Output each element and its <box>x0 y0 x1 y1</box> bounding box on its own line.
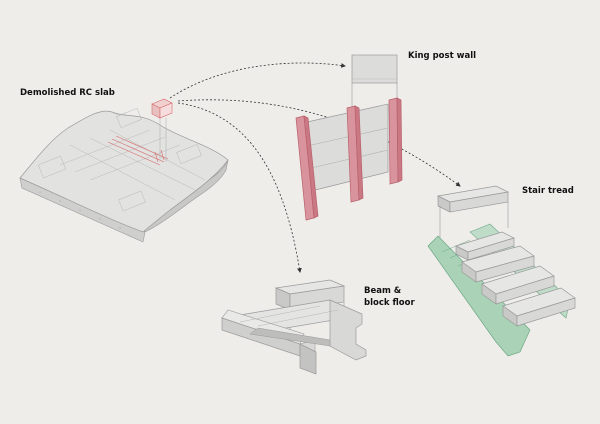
cut-marks <box>107 135 169 166</box>
label-beam-line2: block floor <box>364 298 415 308</box>
label-king-post-wall: King post wall <box>408 51 477 61</box>
core-sample <box>151 98 173 119</box>
label-demolished-rc-slab: Demolished RC slab <box>20 88 115 98</box>
label-beam-block-floor: Beam & block floor <box>364 285 434 309</box>
king-post-wall <box>295 54 403 221</box>
king-post-block <box>351 54 398 84</box>
rc-slab <box>19 98 229 243</box>
label-beam-line1: Beam & <box>364 286 402 296</box>
stair-block <box>436 185 510 213</box>
reuse-arrows <box>169 62 461 273</box>
steel-posts <box>295 97 403 221</box>
beam-block-floor <box>220 279 367 375</box>
stair-tread <box>427 185 576 357</box>
label-stair-tread: Stair tread <box>522 186 574 196</box>
